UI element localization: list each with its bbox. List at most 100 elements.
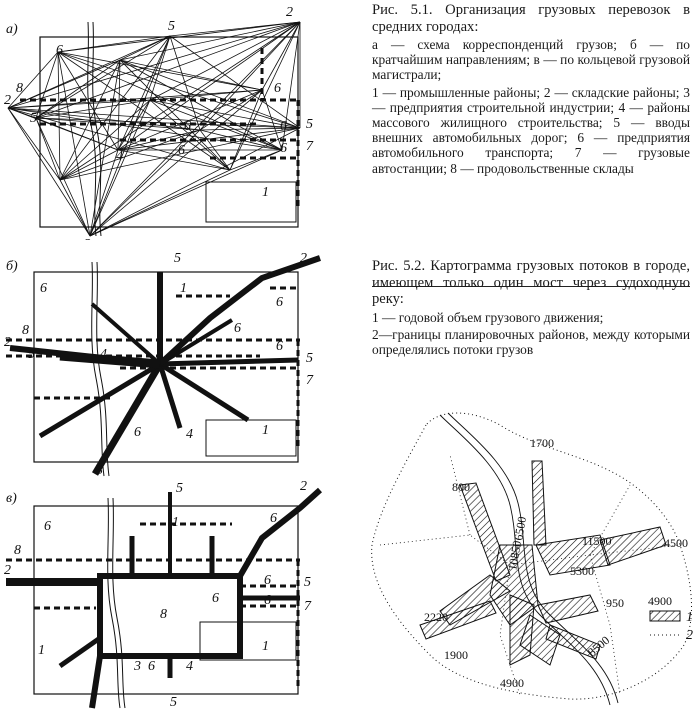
panel-v-labels: 6 5 2 1 6 8 2 6 6 6 5 7 8 1 3 6 4 5 1 — [4, 479, 312, 710]
svg-text:6: 6 — [276, 339, 283, 354]
svg-text:2: 2 — [300, 251, 307, 266]
panel-a-correspondence-scheme: а) 6 5 2 8 2 5 6 6 4 6 6 5 7 6 1 3 — [4, 5, 314, 240]
svg-text:5: 5 — [306, 117, 313, 132]
correspondence-line — [199, 129, 283, 151]
correspondence-line — [35, 51, 59, 119]
svg-text:7: 7 — [306, 373, 314, 388]
svg-text:7: 7 — [304, 599, 312, 614]
legend-item-1: 1 — [686, 610, 693, 625]
correspondence-line — [35, 35, 171, 119]
correspondence-line — [59, 59, 121, 181]
correspondence-line — [7, 99, 151, 109]
shortest-route-flows — [9, 255, 321, 476]
correspondence-line — [7, 107, 201, 131]
correspondence-line — [149, 99, 231, 171]
svg-text:6: 6 — [148, 659, 155, 674]
svg-text:1: 1 — [172, 515, 179, 530]
svg-text:800: 800 — [452, 480, 470, 494]
caption-fig-5-2-item: 2—границы планировочных районов, между к… — [372, 326, 690, 357]
svg-text:10850: 10850 — [505, 540, 524, 572]
correspondence-line — [261, 21, 301, 91]
correspondence-lines — [7, 21, 301, 237]
correspondence-line — [199, 127, 301, 131]
correspondence-line — [119, 59, 231, 171]
correspondence-line — [199, 21, 301, 131]
correspondence-line — [35, 117, 201, 131]
svg-text:8: 8 — [16, 81, 23, 96]
svg-text:4: 4 — [100, 347, 107, 362]
svg-text:2: 2 — [286, 5, 293, 20]
svg-text:5: 5 — [30, 111, 37, 126]
svg-text:3: 3 — [133, 659, 141, 674]
correspondence-line — [7, 51, 59, 109]
svg-text:5: 5 — [306, 351, 313, 366]
caption-fig-5-2-item: 1 — годовой объем грузового движения; — [372, 309, 604, 325]
svg-text:4: 4 — [186, 659, 193, 674]
correspondence-line — [117, 149, 231, 171]
svg-text:5: 5 — [170, 695, 177, 710]
correspondence-line — [117, 129, 201, 151]
correspondence-line — [119, 21, 301, 61]
svg-text:1: 1 — [38, 643, 45, 658]
correspondence-line — [59, 127, 301, 181]
svg-text:6: 6 — [184, 119, 191, 134]
svg-text:6: 6 — [274, 81, 281, 96]
caption-fig-5-1-item: а — схема корреспонденций грузов; б — по… — [372, 37, 690, 83]
svg-text:6: 6 — [264, 593, 271, 608]
svg-text:2: 2 — [4, 335, 11, 350]
svg-text:6: 6 — [270, 511, 277, 526]
caption-fig-5-1-title: Рис. 5.1. Организация грузовых перевозок… — [372, 2, 690, 35]
correspondence-line — [149, 99, 283, 151]
svg-text:8: 8 — [22, 323, 29, 338]
svg-text:950: 950 — [606, 596, 624, 610]
correspondence-line — [229, 149, 283, 171]
correspondence-line — [119, 59, 301, 129]
svg-text:1: 1 — [262, 423, 269, 438]
svg-text:3: 3 — [95, 463, 103, 478]
cartogram-values: 1700 800 6500 11500 4500 10850 5300 950 … — [424, 436, 688, 690]
correspondence-line — [57, 51, 91, 237]
correspondence-line — [57, 51, 301, 129]
correspondence-line — [199, 129, 231, 171]
svg-text:5: 5 — [176, 481, 183, 496]
panel-b-labels: 6 5 2 1 6 8 2 5 4 6 6 5 7 1 6 4 3 — [4, 251, 314, 478]
correspondence-line — [169, 35, 201, 131]
svg-text:6: 6 — [280, 141, 287, 156]
correspondence-line — [59, 35, 171, 181]
svg-text:1: 1 — [262, 185, 269, 200]
correspondence-line — [57, 51, 231, 171]
correspondence-line — [59, 149, 119, 181]
svg-text:5: 5 — [174, 251, 181, 266]
svg-text:6500: 6500 — [511, 515, 529, 541]
svg-text:6: 6 — [44, 519, 51, 534]
correspondence-line — [59, 99, 151, 181]
correspondence-line — [57, 35, 171, 53]
svg-text:5: 5 — [304, 575, 311, 590]
panel-b-letter: б) — [6, 259, 18, 274]
correspondence-line — [7, 59, 121, 109]
correspondence-line — [57, 51, 61, 181]
svg-text:6: 6 — [234, 321, 241, 336]
correspondence-line — [7, 21, 301, 109]
svg-text:1: 1 — [180, 281, 187, 296]
correspondence-line — [117, 127, 301, 151]
correspondence-line — [169, 35, 301, 129]
correspondence-line — [57, 21, 301, 53]
panel-b-shortest-routes: б) 6 5 2 1 6 8 2 5 4 6 6 — [4, 251, 321, 478]
svg-text:2220: 2220 — [424, 610, 448, 624]
correspondence-line — [89, 59, 121, 237]
correspondence-line — [59, 129, 201, 181]
legend-value: 4900 — [648, 594, 672, 608]
svg-text:8: 8 — [14, 543, 21, 558]
section-divider — [372, 286, 690, 287]
correspondence-line — [199, 89, 263, 131]
correspondence-line — [7, 89, 263, 109]
correspondence-line — [119, 59, 263, 91]
caption-fig-5-2-title: Рис. 5.2. Картограмма грузовых потоков в… — [372, 258, 690, 307]
svg-text:5: 5 — [28, 347, 35, 362]
ring-route-flows — [6, 487, 323, 709]
svg-text:6: 6 — [40, 281, 47, 296]
panel-v-letter: в) — [6, 491, 17, 506]
svg-text:6: 6 — [134, 425, 141, 440]
svg-text:1900: 1900 — [444, 648, 468, 662]
